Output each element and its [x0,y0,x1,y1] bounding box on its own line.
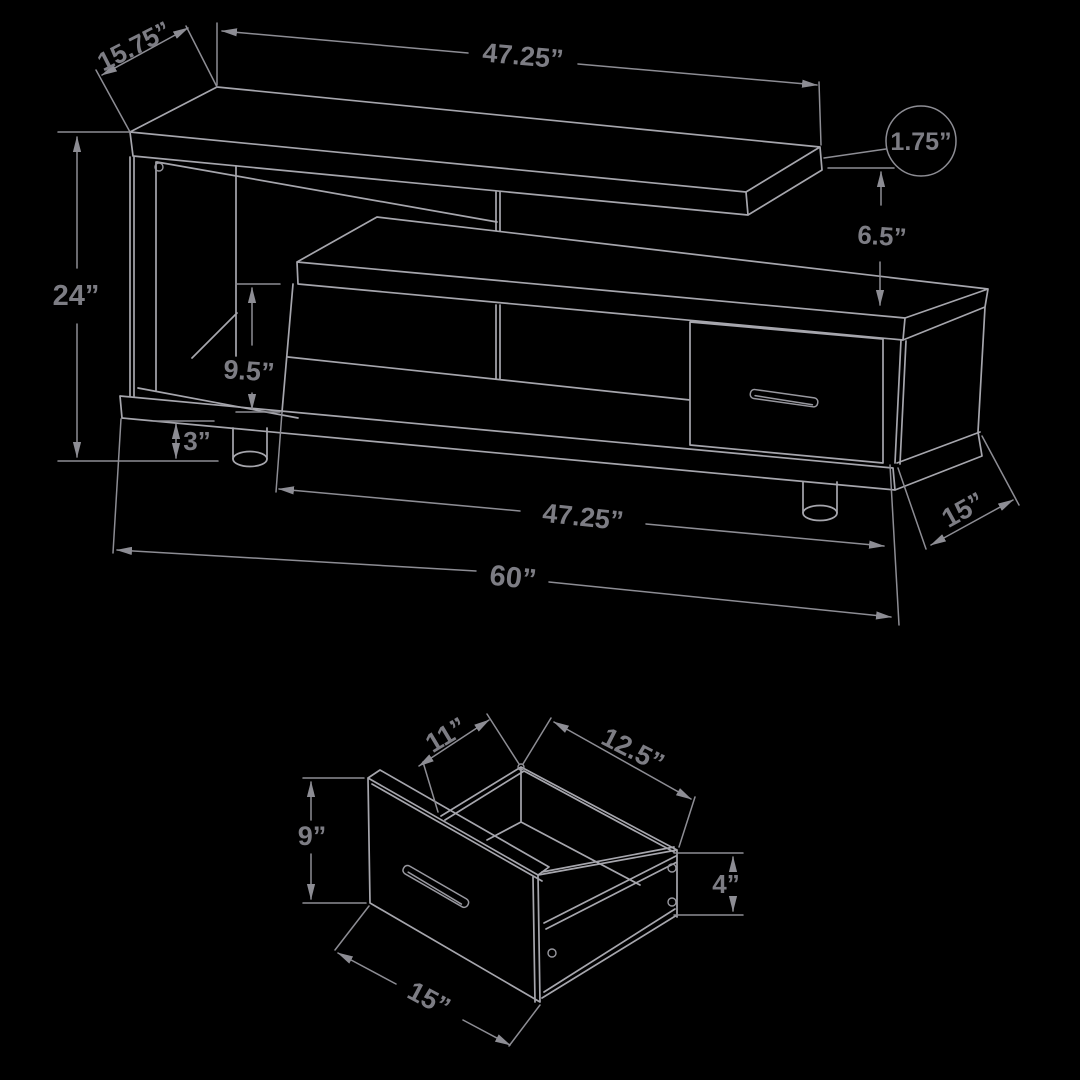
dim-overall-width: 60” [112,418,892,620]
drawer-handle [402,864,470,909]
dim-label-drawer-interior-width: 12.5” [597,722,669,779]
drawer-front-outline [367,769,550,1003]
tv-stand-view: 15.75” 47.25” 1.75” 6.5” 24” [53,15,1020,626]
drawer-box-outline [440,766,678,999]
cabinet-legs [232,427,838,522]
dim-label-drawer-side-height: 4” [712,869,739,899]
dim-cabinet-depth: 15” [897,435,1020,550]
dim-label-cabinet-depth: 15” [937,486,990,533]
dim-label-top-shelf-width: 47.25” [481,38,564,75]
dim-label-overall-height: 24” [53,280,100,312]
dim-label-drawer-front-height: 9” [298,821,327,851]
dim-label-shelf-thickness: 1.75” [890,128,951,156]
dim-cabinet-width: 47.25” [275,411,900,626]
dim-compartment-height: 9.5” [222,283,281,413]
dim-label-leg-height: 3” [183,426,210,456]
dim-drawer-front-height: 9” [298,777,367,904]
dim-top-shelf-width: 47.25” [216,22,822,146]
dim-label-top-shelf-depth: 15.75” [92,15,175,77]
dim-drawer-interior-depth: 11” [418,711,520,813]
dim-leg-height: 3” [152,420,215,459]
dim-label-drawer-front-width: 15” [403,976,456,1023]
corner-dot-icon [517,763,525,771]
dim-drawer-front-width: 15” [334,905,541,1047]
dim-label-drawer-interior-depth: 11” [420,711,471,758]
dim-shelf-thickness-callout: 1.75” [823,105,957,177]
dim-shelf-gap: 6.5” [827,167,908,306]
left-panel-outline [129,156,299,419]
dim-drawer-side-height: 4” [673,852,744,916]
cabinet-outline [119,191,989,491]
dim-label-compartment-height: 9.5” [222,354,275,387]
drawer-view: 9” 11” 12.5” 15” 4” [298,711,744,1047]
dim-label-overall-width: 60” [488,560,538,597]
dim-label-cabinet-width: 47.25” [541,498,625,536]
top-shelf-outline [129,86,823,223]
cam-hole-icon [667,863,677,873]
cabinet-handle [749,388,819,408]
cam-hole-icon [154,162,164,172]
dim-overall-height: 24” [53,131,219,462]
dim-top-shelf-depth: 15.75” [92,15,218,133]
dim-label-shelf-gap: 6.5” [856,219,907,252]
cam-hole-icon [547,948,557,958]
cam-hole-icon [667,897,677,907]
